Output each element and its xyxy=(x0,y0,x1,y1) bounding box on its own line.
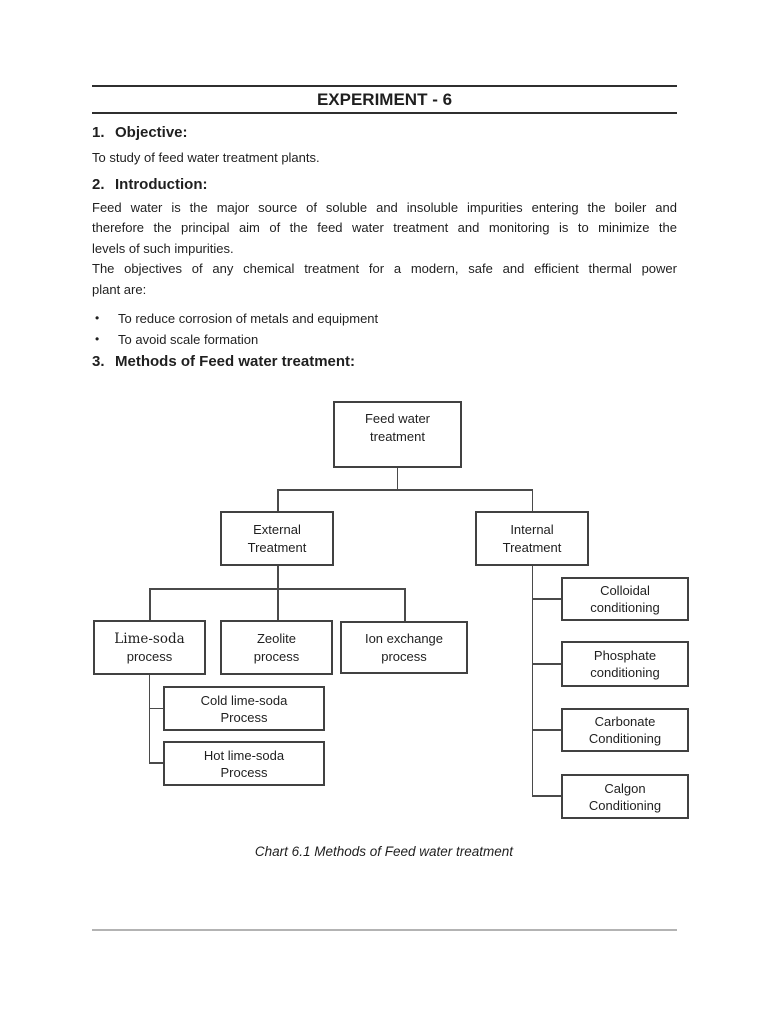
section-heading-introduction: 2. Introduction: xyxy=(92,175,677,195)
flow-node-ion-exchange-process: Ion exchange process xyxy=(340,621,468,674)
paragraph-line: plant are: xyxy=(92,281,147,297)
objective-body-text: To study of feed water treatment plants. xyxy=(92,150,320,165)
connector-line xyxy=(277,566,279,620)
flow-node-label-line: Process xyxy=(220,709,268,725)
flow-node-carbonate-conditioning: Carbonate Conditioning xyxy=(561,708,689,752)
flow-node-label-line: process xyxy=(381,648,427,664)
connector-line xyxy=(148,762,164,764)
flow-node-label-line: Calgon xyxy=(604,780,646,796)
flow-node-zeolite-process: Zeolite process xyxy=(220,620,333,675)
footer-divider xyxy=(92,929,677,931)
flow-node-label-line: process xyxy=(253,648,300,664)
paragraph-line: levels of such impurities. xyxy=(92,240,234,256)
introduction-paragraph-1: Feed water is the major source of solubl… xyxy=(92,198,677,300)
section-title: Introduction: xyxy=(115,176,208,193)
list-item: • To reduce corrosion of metals and equi… xyxy=(92,308,677,329)
flow-node-label-line: Treatment xyxy=(247,539,307,555)
chart-caption: Chart 6.1 Methods of Feed water treatmen… xyxy=(254,844,514,859)
flow-node-lime-soda-process: Lime-soda process xyxy=(93,620,206,675)
flow-node-label-line: External xyxy=(253,521,301,537)
list-item: • To avoid scale formation xyxy=(92,329,677,350)
flow-node-internal-treatment: Internal Treatment xyxy=(475,511,589,566)
flow-node-phosphate-conditioning: Phosphate conditioning xyxy=(561,641,689,687)
flow-node-label-line: Hot lime-soda xyxy=(203,747,285,763)
flow-node-label-line: Process xyxy=(220,764,268,780)
flow-node-label-line: Zeolite xyxy=(256,630,297,646)
connector-line xyxy=(531,566,533,796)
flow-node-label-line: Colloidal xyxy=(600,583,650,598)
flow-node-feed-water-treatment: Feed water treatment xyxy=(333,401,462,468)
section-title: Methods of Feed water treatment: xyxy=(115,353,356,371)
connector-line xyxy=(148,707,164,709)
flow-node-label-line: Carbonate xyxy=(594,714,656,729)
document-page: EXPERIMENT - 6 1. Objective: To study of … xyxy=(92,85,677,372)
paragraph-line: The objectives of any chemical treatment… xyxy=(92,261,677,277)
flow-node-label-line: process xyxy=(126,648,173,664)
connector-line xyxy=(149,588,405,590)
flow-node-cold-lime-soda-process: Cold lime-soda Process xyxy=(163,686,325,731)
connector-line xyxy=(531,489,533,511)
connector-line xyxy=(277,489,279,511)
flow-node-calgon-conditioning: Calgon Conditioning xyxy=(561,774,689,819)
section-heading-objective: 1. Objective: xyxy=(92,123,677,143)
section-number: 2. xyxy=(92,176,105,193)
flow-node-label-line: Cold lime-soda xyxy=(200,692,288,708)
flow-node-label-line: Ion exchange xyxy=(364,630,444,646)
page-title: EXPERIMENT - 6 xyxy=(92,85,677,114)
paragraph-line: therefore the principal aim of the feed … xyxy=(92,220,677,236)
bullet-text: To avoid scale formation xyxy=(118,332,259,348)
flow-node-label-line: Treatment xyxy=(502,539,562,555)
flow-node-label-line: Conditioning xyxy=(588,797,662,813)
connector-line xyxy=(277,489,533,491)
connector-line xyxy=(396,468,398,489)
section-number: 3. xyxy=(92,353,105,371)
section-title: Objective: xyxy=(115,124,188,141)
bullet-icon: • xyxy=(95,332,100,347)
connector-line xyxy=(148,675,150,763)
connector-line xyxy=(404,588,406,621)
bullet-icon: • xyxy=(95,311,100,326)
paragraph-line: Feed water is the major source of solubl… xyxy=(92,200,677,215)
connector-line xyxy=(531,795,562,797)
section-number: 1. xyxy=(92,124,105,141)
connector-line xyxy=(531,729,562,731)
flow-node-external-treatment: External Treatment xyxy=(220,511,334,566)
connector-line xyxy=(149,588,151,620)
section-heading-methods: 3. Methods of Feed water treatment: xyxy=(92,352,677,372)
bullet-text: To reduce corrosion of metals and equipm… xyxy=(118,311,379,327)
flow-node-label-line: conditioning xyxy=(590,600,660,615)
flow-node-label-line: conditioning xyxy=(590,665,660,680)
flow-node-label-line: Internal xyxy=(510,521,554,537)
introduction-bullet-list: • To reduce corrosion of metals and equi… xyxy=(92,308,677,350)
flow-node-hot-lime-soda-process: Hot lime-soda Process xyxy=(163,741,325,786)
connector-line xyxy=(531,663,562,665)
connector-line xyxy=(531,598,562,600)
flow-node-label-line: Lime-soda xyxy=(114,630,185,647)
flow-node-label-line: treatment xyxy=(370,429,425,444)
flow-node-colloidal-conditioning: Colloidal conditioning xyxy=(561,577,689,621)
flow-node-label-line: Conditioning xyxy=(588,731,662,746)
flow-node-label-line: Phosphate xyxy=(593,648,657,663)
flow-node-label-line: Feed water xyxy=(364,411,431,426)
